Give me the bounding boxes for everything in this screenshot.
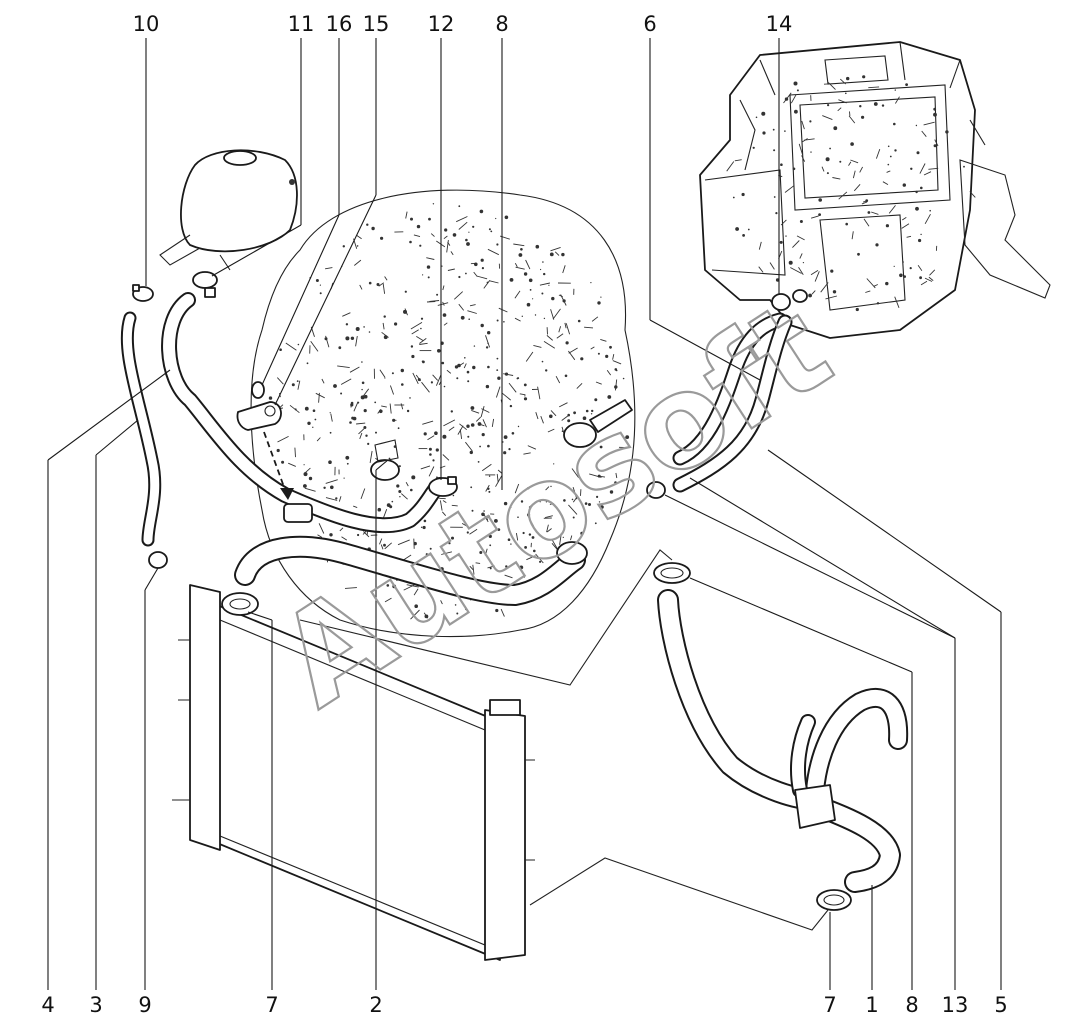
leader-line [247,611,273,621]
leader-line [767,449,1002,613]
callout-top-15: 15 [363,12,390,36]
callout-labels: 10 11 16 15 12 8 6 14 4 3 9 7 2 7 1 8 13 5 [41,12,1007,1017]
leader-line [261,214,340,386]
hose-3 [120,311,162,547]
water-outlet [563,399,633,448]
callout-bottom-13: 13 [942,993,969,1017]
callout-bottom-7: 7 [823,993,836,1017]
assembly-lines [299,549,829,931]
callout-bottom-3: 3 [89,993,102,1017]
radiator [172,584,535,961]
leader-line [689,577,913,673]
callout-top-10: 10 [133,12,160,36]
callout-bottom-8: 8 [905,993,918,1017]
leader-line [95,419,139,456]
clamp-9 [148,551,168,569]
leader-lines [47,38,1002,990]
hose-1-upper [657,589,826,811]
leader-line [211,224,302,277]
clamp-10 [132,284,154,302]
bracket-15 [236,401,282,431]
clamps [132,271,852,911]
leader-line [664,494,956,639]
clamp-12 [428,476,458,497]
hose-1-branch [805,687,909,800]
hose-1-stub [790,714,816,798]
callout-bottom-1: 1 [865,993,878,1017]
clamp-7 [816,889,852,911]
watermark: Autosoft [254,273,855,736]
heater-unit [699,41,1051,339]
thermostat-housing [370,439,400,481]
hose-4 [161,292,448,534]
callout-top-11: 11 [288,12,315,36]
leader-line [689,477,956,639]
callout-bottom-4: 4 [41,993,54,1017]
callout-bottom-2: 2 [369,993,382,1017]
callout-bottom-5: 5 [994,993,1007,1017]
callout-bottom-9: 9 [138,993,151,1017]
leader-line [274,194,377,406]
leader-line [144,567,159,591]
hose-2 [234,535,586,606]
expansion-tank [159,149,298,271]
hose-5 [672,314,793,493]
clamp-11 [192,271,218,298]
callout-top-14: 14 [766,12,793,36]
hoses [120,292,909,893]
clamp-8b [653,562,691,584]
clamp-8 [556,541,588,565]
fit-arrow [263,431,313,523]
callout-bottom-7: 7 [265,993,278,1017]
leader-line [375,459,389,471]
leader-line [649,319,761,381]
hose-6 [672,312,788,466]
clamp-14 [771,289,808,311]
callout-top-6: 6 [643,12,656,36]
callout-top-16: 16 [326,12,353,36]
callout-top-12: 12 [428,12,455,36]
clamp-13 [646,481,666,499]
seal-7 [221,592,259,616]
hose-1-lower [804,794,901,893]
leader-line [47,369,171,461]
clamp-16 [251,381,265,399]
callout-top-8: 8 [495,12,508,36]
y-junction [794,784,836,829]
